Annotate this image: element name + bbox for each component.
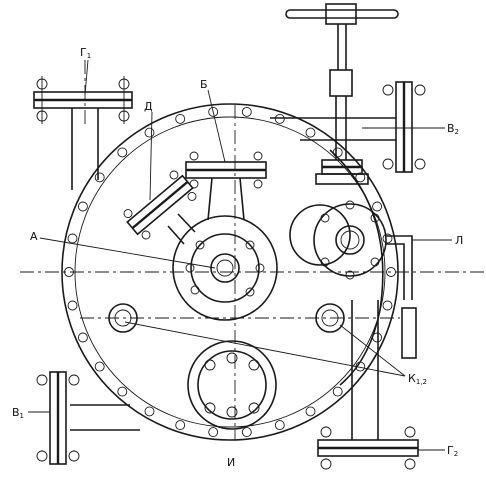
rim-bolt — [208, 427, 219, 438]
rim-bolt — [144, 127, 155, 138]
label-k: К1,2 — [408, 372, 427, 386]
rim-bolt — [274, 113, 285, 124]
diagonal-flange-d — [123, 170, 197, 245]
rim-bolt — [382, 300, 393, 311]
pipe-g1 — [33, 76, 133, 190]
pipe-v2 — [270, 81, 426, 173]
rim-bolt — [305, 406, 316, 417]
leader-lines — [28, 59, 452, 451]
rim-bolt — [144, 406, 155, 417]
label-b: Б — [200, 78, 208, 91]
top-flange-b — [185, 151, 267, 189]
label-i: И — [227, 456, 235, 469]
pipe-g2 — [317, 300, 419, 470]
rim-bolt — [274, 420, 285, 431]
label-d: Д — [144, 100, 153, 113]
rim-bolt — [175, 420, 186, 431]
rim-bolt — [77, 201, 88, 212]
rim-bolt — [355, 172, 366, 183]
rim-bolt — [241, 106, 252, 117]
labels: Г1 Д Б В2 А Л К1,2 В1 И Г2 — [12, 46, 463, 469]
plugs-k — [108, 303, 345, 333]
rim-bolt — [372, 201, 383, 212]
rim-bolt — [386, 267, 396, 277]
label-l: Л — [455, 234, 463, 247]
rim-bolt — [77, 332, 88, 343]
rim-bolt — [117, 147, 128, 158]
label-v1: В1 — [12, 406, 24, 420]
label-g2: Г2 — [447, 444, 458, 458]
label-g1: Г1 — [80, 46, 91, 60]
rim-bolt — [332, 386, 343, 397]
bottom-cover-i — [187, 340, 277, 430]
rim-bolt — [67, 233, 78, 244]
label-v2: В2 — [447, 122, 459, 136]
rim-bolt — [94, 361, 105, 372]
rim-bolt — [382, 233, 393, 244]
rim-bolt — [94, 172, 105, 183]
handwheel-valve — [285, 3, 399, 185]
rim-bolt — [64, 267, 74, 277]
side-valve — [289, 200, 417, 359]
label-a: А — [30, 230, 38, 243]
pipe-v1 — [36, 371, 140, 465]
rim-bolt — [175, 113, 186, 124]
rim-bolt — [332, 147, 343, 158]
rim-bolt — [241, 427, 252, 438]
rim-bolt — [372, 332, 383, 343]
rim-bolt — [208, 106, 219, 117]
rim-bolt — [305, 127, 316, 138]
rim-bolt — [117, 386, 128, 397]
rim-bolt — [67, 300, 78, 311]
